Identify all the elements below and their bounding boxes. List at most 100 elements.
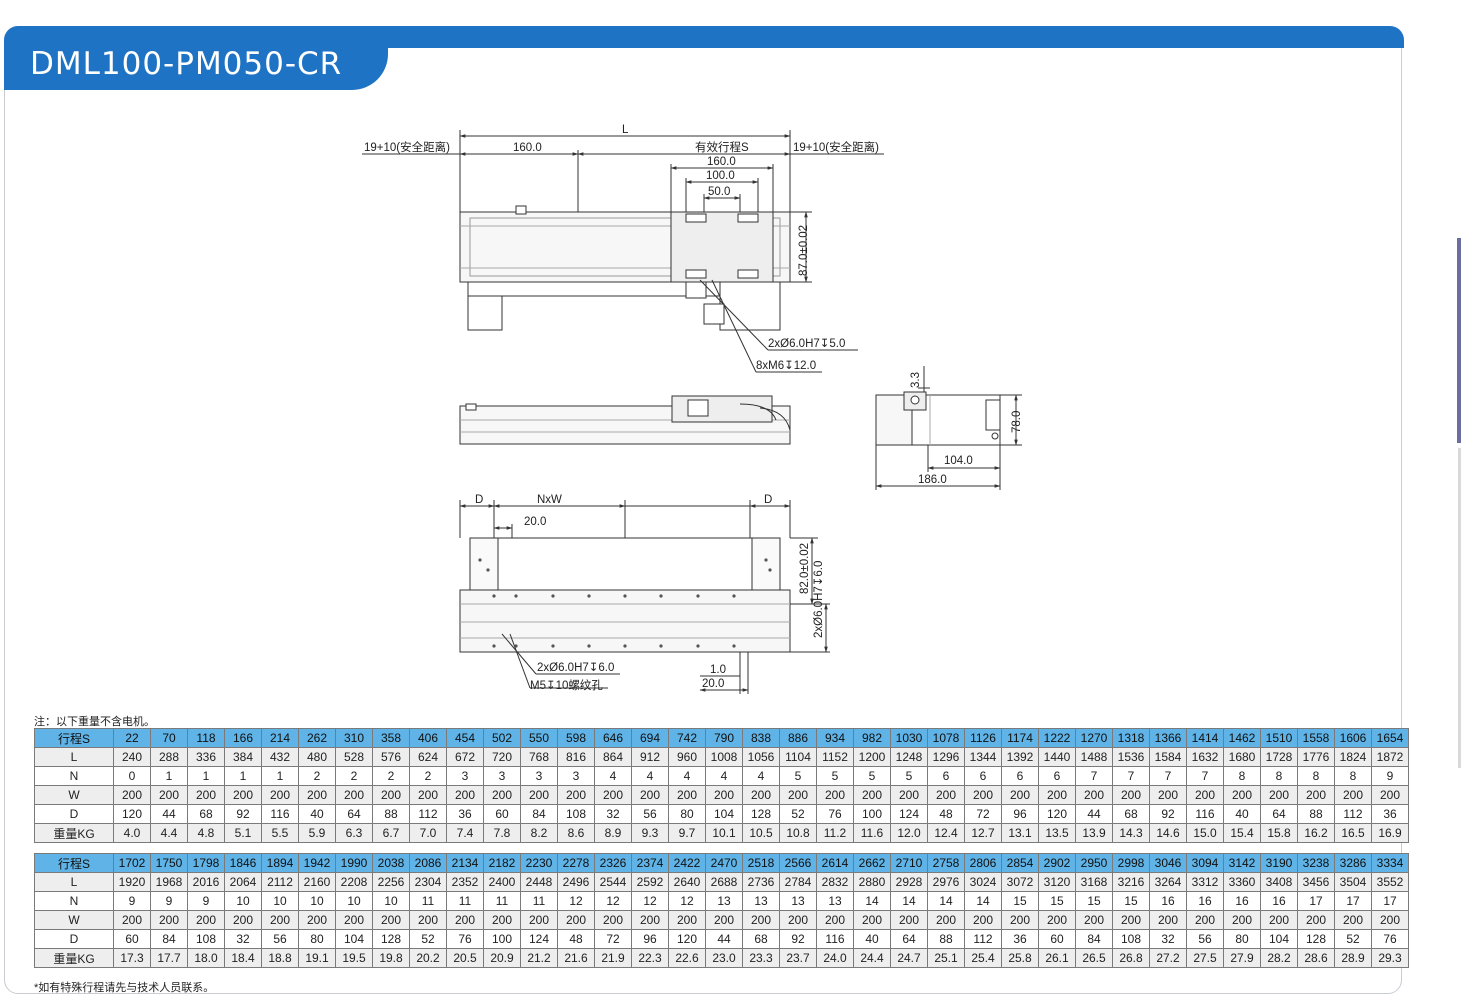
table-cell: 27.5	[1186, 948, 1224, 968]
table-cell: 23.0	[705, 948, 743, 968]
table-cell: 1920	[113, 872, 151, 892]
table-cell: 18.4	[224, 948, 262, 968]
table-cell: 200	[779, 785, 817, 805]
dim-safety-left: 19+10(安全距离)	[364, 140, 450, 154]
table-cell: 432	[261, 747, 299, 767]
table-cell: 15	[1112, 891, 1150, 911]
dim-160-left: 160.0	[513, 142, 542, 154]
table-cell: 200	[668, 910, 706, 930]
table-cell: 3072	[1001, 872, 1039, 892]
table-cell: 52	[409, 929, 447, 949]
table-cell: 550	[520, 728, 558, 748]
table-cell: 2230	[520, 853, 558, 873]
table-cell: 24.0	[816, 948, 854, 968]
table-cell: 20.5	[446, 948, 484, 968]
table-cell: 128	[372, 929, 410, 949]
table-cell: 7	[1186, 766, 1224, 786]
table-cell: 200	[224, 910, 262, 930]
table-cell: 64	[1260, 804, 1298, 824]
table-cell: 200	[1297, 910, 1335, 930]
table-cell: 36	[1001, 929, 1039, 949]
row-label: D	[34, 804, 114, 824]
table-cell: 17	[1334, 891, 1372, 911]
table-cell: 2640	[668, 872, 706, 892]
table-cell: 1462	[1223, 728, 1261, 748]
table-cell: 7.0	[409, 823, 447, 843]
table-cell: 40	[298, 804, 336, 824]
table-cell: 6	[1038, 766, 1076, 786]
table-cell: 4	[594, 766, 632, 786]
table-cell: 11	[520, 891, 558, 911]
table-cell: 84	[150, 929, 188, 949]
table-cell: 2422	[668, 853, 706, 873]
hole-spec-thread: 8xM6↧12.0	[756, 360, 816, 372]
table-cell: 25.8	[1001, 948, 1039, 968]
table-cell: 22	[113, 728, 151, 748]
dim-104: 104.0	[944, 455, 973, 467]
table-cell: 7	[1075, 766, 1113, 786]
table-cell: 200	[483, 910, 521, 930]
table-cell: 68	[187, 804, 225, 824]
table-cell: 1798	[187, 853, 225, 873]
table-cell: 80	[668, 804, 706, 824]
table-cell: 116	[261, 804, 299, 824]
table-cell: 11.2	[816, 823, 854, 843]
table-cell: 3142	[1223, 853, 1261, 873]
table-cell: 112	[1334, 804, 1372, 824]
table-cell: 934	[816, 728, 854, 748]
table-cell: 2208	[335, 872, 373, 892]
table-cell: 1	[261, 766, 299, 786]
table-cell: 100	[853, 804, 891, 824]
table-cell: 200	[1371, 785, 1409, 805]
table-cell: 118	[187, 728, 225, 748]
table-cell: 76	[1371, 929, 1409, 949]
bottom-view-dots	[478, 558, 772, 648]
dim-186: 186.0	[918, 474, 947, 486]
dim-safety-right: 19+10(安全距离)	[793, 140, 879, 154]
table-cell: 1	[150, 766, 188, 786]
table-cell: 9	[187, 891, 225, 911]
table-cell: 24.4	[853, 948, 891, 968]
table-cell: 11.6	[853, 823, 891, 843]
table-cell: 21.9	[594, 948, 632, 968]
table-cell: 200	[631, 785, 669, 805]
table-cell: 2566	[779, 853, 817, 873]
table-cell: 3552	[1371, 872, 1409, 892]
table-cell: 2880	[853, 872, 891, 892]
table-cell: 2688	[705, 872, 743, 892]
table-cell: 6.3	[335, 823, 373, 843]
table-cell: 6	[1001, 766, 1039, 786]
table-cell: 200	[890, 785, 928, 805]
table-cell: 14.6	[1149, 823, 1187, 843]
dim-hole-vertical: 2xØ6.0H7↧6.0	[813, 561, 825, 638]
table-cell: 200	[964, 910, 1002, 930]
row-label: W	[34, 910, 114, 930]
table-cell: 358	[372, 728, 410, 748]
table-cell: 3238	[1297, 853, 1335, 873]
table-cell: 200	[520, 910, 558, 930]
table-cell: 200	[1186, 910, 1224, 930]
dim-100: 100.0	[706, 170, 735, 182]
table-cell: 2086	[409, 853, 447, 873]
table-cell: 48	[927, 804, 965, 824]
table-cell: 2	[372, 766, 410, 786]
table-cell: 4	[631, 766, 669, 786]
table-cell: 1750	[150, 853, 188, 873]
table-cell: 3190	[1260, 853, 1298, 873]
table-cell: 12	[594, 891, 632, 911]
table-cell: 2544	[594, 872, 632, 892]
table-cell: 1392	[1001, 747, 1039, 767]
table-cell: 864	[594, 747, 632, 767]
table-cell: 2038	[372, 853, 410, 873]
table-cell: 200	[742, 910, 780, 930]
table-cell: 454	[446, 728, 484, 748]
table-cell: 5	[816, 766, 854, 786]
table-cell: 2182	[483, 853, 521, 873]
table-cell: 262	[298, 728, 336, 748]
table-cell: 12	[668, 891, 706, 911]
table-cell: 200	[890, 910, 928, 930]
table-cell: 28.9	[1334, 948, 1372, 968]
table-cell: 200	[335, 910, 373, 930]
